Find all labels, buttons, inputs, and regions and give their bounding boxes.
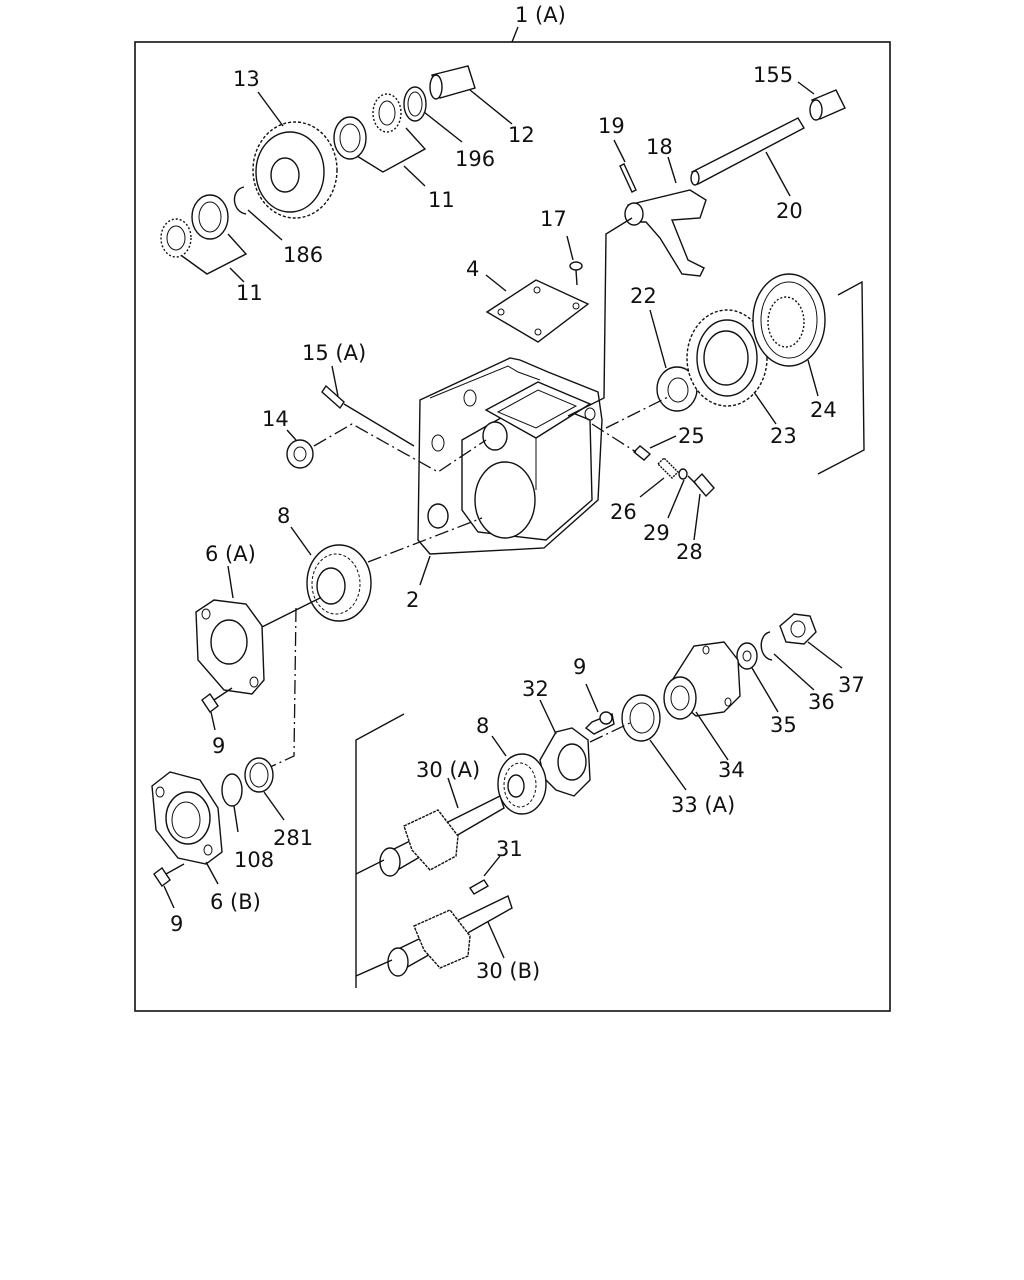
part-28-bolt bbox=[687, 472, 715, 498]
label-8-lower: 8 bbox=[476, 714, 489, 738]
part-11-bearing-upper bbox=[333, 93, 402, 160]
assembly-title-label: 1 (A) bbox=[515, 3, 566, 27]
part-30b-output-shaft bbox=[387, 895, 513, 977]
part-26-spring bbox=[657, 457, 679, 479]
part-25-pin bbox=[632, 445, 652, 461]
label-14: 14 bbox=[262, 407, 289, 431]
part-14-bushing bbox=[286, 439, 314, 469]
part-19-pin bbox=[619, 163, 637, 193]
label-23: 23 bbox=[770, 424, 797, 448]
part-11-bearing-lower bbox=[160, 194, 229, 258]
part-34-flange-yoke bbox=[663, 641, 741, 720]
label-29: 29 bbox=[643, 521, 670, 545]
part-108-snap-ring bbox=[221, 773, 243, 807]
part-6b-cover bbox=[151, 771, 223, 865]
label-36: 36 bbox=[808, 690, 835, 714]
part-37-nut bbox=[779, 613, 817, 645]
part-9-bolt-upper-left bbox=[201, 687, 233, 714]
label-22: 22 bbox=[630, 284, 657, 308]
part-33a-oil-seal bbox=[621, 694, 661, 742]
label-8-upper: 8 bbox=[277, 504, 290, 528]
label-155: 155 bbox=[753, 63, 793, 87]
label-4: 4 bbox=[466, 257, 479, 281]
label-12: 12 bbox=[508, 123, 535, 147]
part-155-bushing bbox=[809, 89, 846, 121]
label-17: 17 bbox=[540, 207, 567, 231]
label-32: 32 bbox=[522, 677, 549, 701]
label-186: 186 bbox=[283, 243, 323, 267]
label-25: 25 bbox=[678, 424, 705, 448]
part-186-snap-ring bbox=[233, 186, 247, 215]
label-15a: 15 (A) bbox=[302, 341, 366, 365]
part-18-shift-fork bbox=[624, 189, 707, 277]
label-33a: 33 (A) bbox=[671, 793, 735, 817]
part-20-shift-rod bbox=[690, 117, 805, 186]
label-26: 26 bbox=[610, 500, 637, 524]
part-23-helical-gear bbox=[686, 309, 768, 407]
part-2-housing bbox=[417, 357, 603, 555]
label-35: 35 bbox=[770, 713, 797, 737]
part-8-ball-bearing-upper bbox=[306, 544, 372, 622]
label-9-lower-left: 9 bbox=[170, 912, 183, 936]
part-24-sleeve bbox=[752, 273, 826, 367]
part-281-seal bbox=[244, 757, 274, 793]
part-35-washer bbox=[736, 642, 758, 670]
part-17-bolt bbox=[569, 261, 583, 286]
label-13: 13 bbox=[233, 67, 260, 91]
label-18: 18 bbox=[646, 135, 673, 159]
part-6a-cover bbox=[195, 599, 265, 695]
part-36-lock-washer bbox=[760, 631, 773, 661]
label-34: 34 bbox=[718, 758, 745, 782]
label-37: 37 bbox=[838, 673, 865, 697]
label-31: 31 bbox=[496, 837, 523, 861]
label-30a: 30 (A) bbox=[416, 758, 480, 782]
part-4-cover-plate bbox=[485, 279, 590, 343]
part-31-key bbox=[469, 879, 489, 895]
part-9-bolt-center bbox=[584, 711, 615, 735]
label-281: 281 bbox=[273, 826, 313, 850]
label-9-upper-left: 9 bbox=[212, 734, 225, 758]
part-13-helical-gear bbox=[252, 121, 338, 219]
label-6a: 6 (A) bbox=[205, 542, 256, 566]
label-11-upper: 11 bbox=[428, 188, 455, 212]
part-196-ring bbox=[403, 86, 427, 122]
label-20: 20 bbox=[776, 199, 803, 223]
part-15a-dowel-pin bbox=[321, 384, 345, 410]
part-29-washer bbox=[678, 468, 688, 480]
label-19: 19 bbox=[598, 114, 625, 138]
label-6b: 6 (B) bbox=[210, 890, 261, 914]
part-30a-output-shaft bbox=[379, 795, 505, 877]
label-9-center: 9 bbox=[573, 655, 586, 679]
part-12-shaft bbox=[429, 65, 476, 100]
label-30b: 30 (B) bbox=[476, 959, 540, 983]
label-28: 28 bbox=[676, 540, 703, 564]
label-108: 108 bbox=[234, 848, 274, 872]
part-9-bolt-lower-left bbox=[153, 863, 185, 888]
label-2: 2 bbox=[406, 588, 419, 612]
part-32-bearing-retainer bbox=[539, 727, 591, 797]
label-196: 196 bbox=[455, 147, 495, 171]
label-11-lower: 11 bbox=[236, 281, 263, 305]
part-8-ball-bearing-lower bbox=[497, 753, 547, 815]
label-24: 24 bbox=[810, 398, 837, 422]
